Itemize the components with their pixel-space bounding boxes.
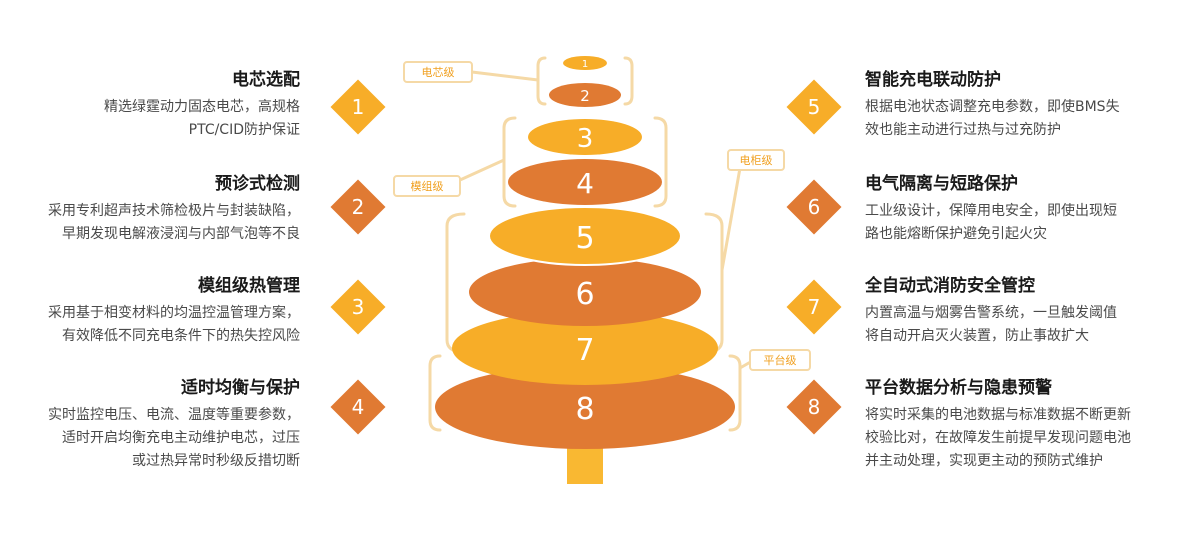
- item-desc-line: 采用专利超声技术筛检极片与封装缺陷，: [48, 203, 300, 219]
- tree-layer-7: [452, 311, 718, 385]
- tree-layer-5: [488, 206, 682, 266]
- item-desc-line: 精选绿霆动力固态电芯，高规格: [104, 99, 300, 115]
- tree-layer-1-label: 1: [582, 59, 588, 70]
- module-level-bracket-right: [653, 116, 668, 208]
- tree-layer-3-label: 3: [577, 124, 594, 154]
- cabinet-level-bracket-left: [445, 212, 466, 354]
- cabinet-tag-connector: [720, 166, 742, 272]
- right-item-5: 智能充电联动防护 根据电池状态调整充电参数，即使BMS失 效也能主动进行过热与过…: [865, 68, 1185, 142]
- cell-level-bracket-right: [623, 56, 634, 106]
- tree-layer-7-label: 7: [575, 333, 594, 368]
- badge-number: 4: [351, 395, 365, 419]
- right-item-8: 平台数据分析与隐患预警 将实时采集的电池数据与标准数据不断更新 校验比对，在故障…: [865, 376, 1185, 473]
- platform-level-bracket-right: [728, 354, 742, 432]
- item-desc-line: 效也能主动进行过热与过充防护: [865, 122, 1061, 138]
- item-desc-line: 工业级设计，保障用电安全，即使出现短: [865, 203, 1117, 219]
- platform-level-bracket-left: [428, 354, 442, 432]
- item-title: 模组级热管理: [198, 276, 300, 296]
- item-desc-line: 并主动处理，实现更主动的预防式维护: [865, 453, 1103, 469]
- tree-layer-1: [563, 56, 607, 70]
- badge-number: 3: [351, 295, 365, 319]
- cabinet-level-tag: 电柜级: [740, 154, 773, 167]
- tree-layer-2: [549, 83, 621, 107]
- cell-level-tag-box: [403, 61, 473, 83]
- platform-level-tag: 平台级: [764, 353, 797, 367]
- tree-layer-3: [528, 119, 642, 155]
- left-item-2: 预诊式检测 采用专利超声技术筛检极片与封装缺陷， 早期发现电解液浸润与内部气泡等…: [0, 172, 300, 246]
- item-desc-line: 有效降低不同充电条件下的热失控风险: [62, 328, 300, 344]
- item-title: 智能充电联动防护: [865, 70, 1001, 90]
- item-desc-line: 内置高温与烟雾告警系统，一旦触发阈值: [865, 305, 1117, 321]
- number-badge-8: 8: [786, 379, 842, 435]
- item-title: 电气隔离与短路保护: [865, 174, 1018, 194]
- number-badge-5: 5: [786, 79, 842, 135]
- tree-layer-8-label: 8: [575, 392, 594, 427]
- item-desc-line: 将实时采集的电池数据与标准数据不断更新: [865, 407, 1131, 423]
- number-badge-3: 3: [330, 279, 386, 335]
- module-level-tag-box: [393, 175, 461, 197]
- tree-layer-5-label: 5: [575, 221, 594, 256]
- cell-level-tag: 电芯级: [422, 65, 455, 79]
- platform-level-tag-box: [749, 349, 811, 371]
- number-badge-2: 2: [330, 179, 386, 235]
- cabinet-level-tag-box: [727, 149, 785, 171]
- badge-number: 2: [351, 195, 365, 219]
- right-item-7: 全自动式消防安全管控 内置高温与烟雾告警系统，一旦触发阈值 将自动开启灭火装置，…: [865, 274, 1185, 348]
- cell-tag-connector: [470, 70, 540, 82]
- module-level-bracket-left: [502, 116, 517, 208]
- tree-layer-8: [435, 365, 735, 449]
- right-item-6: 电气隔离与短路保护 工业级设计，保障用电安全，即使出现短 路也能熔断保护避免引起…: [865, 172, 1185, 246]
- item-title: 预诊式检测: [215, 174, 300, 194]
- tree-layer-2-label: 2: [580, 87, 590, 105]
- item-desc-line: 实时监控电压、电流、温度等重要参数，: [48, 407, 300, 423]
- item-desc-line: PTC/CID防护保证: [188, 122, 300, 138]
- tree-layer-6: [469, 258, 701, 326]
- badge-number: 6: [807, 195, 821, 219]
- item-desc-line: 将自动开启灭火装置，防止事故扩大: [865, 328, 1089, 344]
- left-item-1: 电芯选配 精选绿霆动力固态电芯，高规格 PTC/CID防护保证: [20, 68, 300, 142]
- badge-number: 5: [807, 95, 821, 119]
- badge-number: 8: [807, 395, 821, 419]
- item-title: 全自动式消防安全管控: [865, 276, 1035, 296]
- left-item-3: 模组级热管理 采用基于相变材料的均温控温管理方案， 有效降低不同充电条件下的热失…: [0, 274, 300, 348]
- number-badge-1: 1: [330, 79, 386, 135]
- number-badge-7: 7: [786, 279, 842, 335]
- tree-layer-6-label: 6: [575, 277, 594, 312]
- tree-layer-4: [508, 159, 662, 205]
- item-desc-line: 早期发现电解液浸润与内部气泡等不良: [62, 226, 300, 242]
- cabinet-level-bracket-right: [704, 212, 724, 354]
- item-desc-line: 或过热异常时秒级反措切断: [132, 453, 300, 469]
- item-desc-line: 路也能熔断保护避免引起火灾: [865, 226, 1047, 242]
- item-desc-line: 校验比对，在故障发生前提早发现问题电池: [865, 430, 1131, 446]
- item-title: 适时均衡与保护: [181, 378, 300, 398]
- number-badge-6: 6: [786, 179, 842, 235]
- left-item-4: 适时均衡与保护 实时监控电压、电流、温度等重要参数， 适时开启均衡充电主动维护电…: [0, 376, 300, 473]
- badge-number: 1: [351, 95, 365, 119]
- number-badge-4: 4: [330, 379, 386, 435]
- tree-layer-4-label: 4: [576, 167, 594, 200]
- item-desc-line: 适时开启均衡充电主动维护电芯，过压: [62, 430, 300, 446]
- item-desc-line: 采用基于相变材料的均温控温管理方案，: [48, 305, 300, 321]
- item-desc-line: 根据电池状态调整充电参数，即使BMS失: [865, 99, 1120, 115]
- item-title: 电芯选配: [232, 70, 300, 90]
- badge-number: 7: [807, 295, 821, 319]
- module-tag-connector: [458, 158, 506, 182]
- item-title: 平台数据分析与隐患预警: [865, 378, 1052, 398]
- module-level-tag: 模组级: [411, 179, 444, 193]
